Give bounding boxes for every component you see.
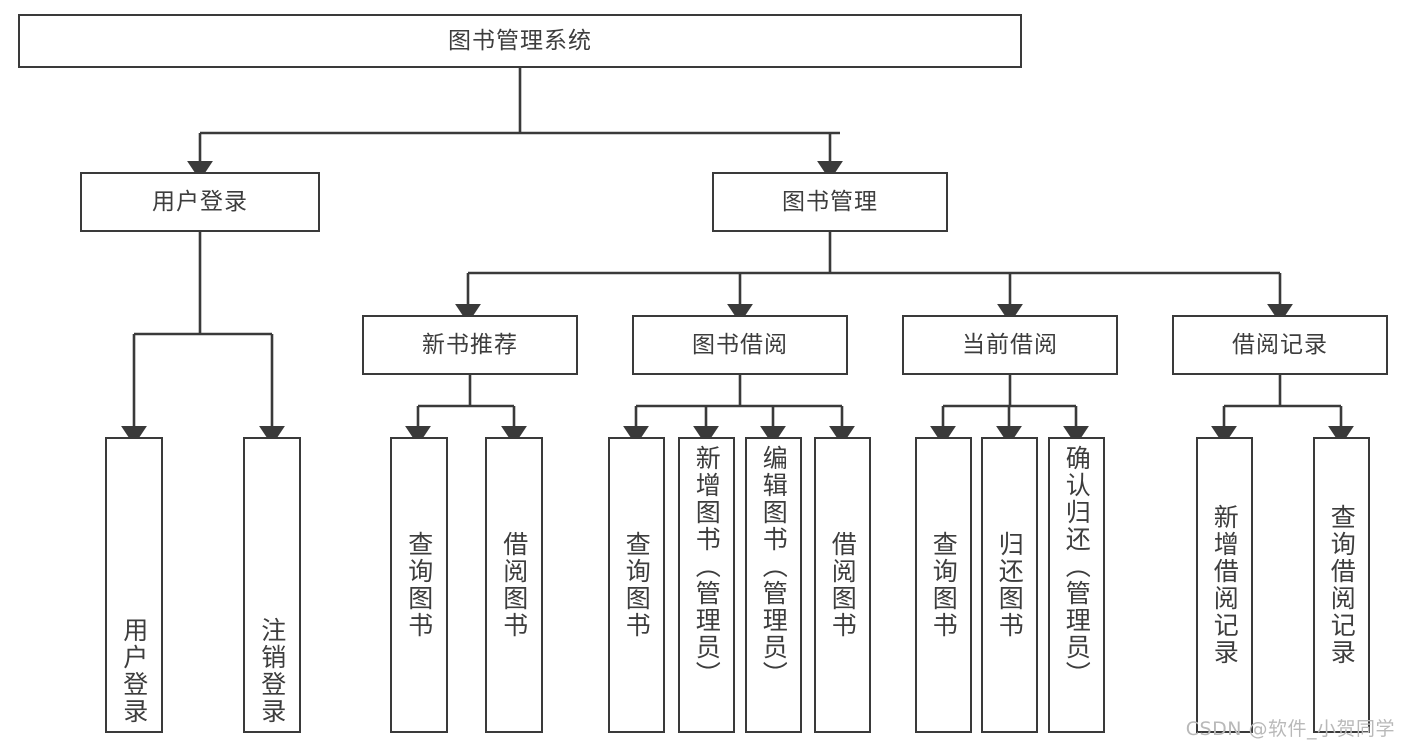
node-label: 当前借阅: [962, 331, 1058, 358]
node-label: 用户登录: [119, 617, 149, 725]
node-label: 图书管理: [782, 188, 878, 215]
node-new-book-recommend[interactable]: 新书推荐: [362, 315, 578, 375]
node-borrow-record[interactable]: 借阅记录: [1172, 315, 1388, 375]
csdn-watermark: CSDN @软件_小贺同学: [1185, 718, 1395, 740]
node-label: 借阅记录: [1232, 331, 1328, 358]
node-label: 新增图书（管理员）: [692, 445, 722, 688]
node-current-borrow[interactable]: 当前借阅: [902, 315, 1118, 375]
node-label: 借阅图书: [499, 531, 529, 639]
node-label: 查询图书: [622, 531, 652, 639]
node-user-login[interactable]: 用户登录: [80, 172, 320, 232]
leaf-user-login-login[interactable]: 用户登录: [105, 437, 163, 733]
node-label: 归还图书: [995, 531, 1025, 639]
node-label: 新书推荐: [422, 331, 518, 358]
leaf-new-book-query-book[interactable]: 查询图书: [390, 437, 448, 733]
node-label: 图书借阅: [692, 331, 788, 358]
node-root-book-management-system[interactable]: 图书管理系统: [18, 14, 1022, 68]
node-book-borrow[interactable]: 图书借阅: [632, 315, 848, 375]
leaf-book-borrow-query-book[interactable]: 查询图书: [608, 437, 665, 733]
node-label: 查询图书: [929, 531, 959, 639]
node-label: 注销登录: [257, 617, 287, 725]
leaf-book-borrow-edit-book-admin[interactable]: 编辑图书（管理员）: [745, 437, 802, 733]
node-label: 借阅图书: [828, 531, 858, 639]
leaf-current-borrow-query-book[interactable]: 查询图书: [915, 437, 972, 733]
node-label: 确认归还（管理员）: [1062, 445, 1092, 688]
leaf-borrow-record-query-record[interactable]: 查询借阅记录: [1313, 437, 1370, 733]
node-label: 图书管理系统: [448, 27, 592, 54]
node-label: 编辑图书（管理员）: [759, 445, 789, 688]
leaf-user-login-logout[interactable]: 注销登录: [243, 437, 301, 733]
node-label: 查询借阅记录: [1327, 504, 1357, 666]
leaf-current-borrow-return-book[interactable]: 归还图书: [981, 437, 1038, 733]
node-label: 查询图书: [404, 531, 434, 639]
node-book-management[interactable]: 图书管理: [712, 172, 948, 232]
node-label: 新增借阅记录: [1210, 504, 1240, 666]
leaf-book-borrow-add-book-admin[interactable]: 新增图书（管理员）: [678, 437, 735, 733]
leaf-book-borrow-borrow-book[interactable]: 借阅图书: [814, 437, 871, 733]
node-label: 用户登录: [152, 188, 248, 215]
leaf-borrow-record-add-record[interactable]: 新增借阅记录: [1196, 437, 1253, 733]
leaf-new-book-borrow-book[interactable]: 借阅图书: [485, 437, 543, 733]
leaf-current-borrow-confirm-return-admin[interactable]: 确认归还（管理员）: [1048, 437, 1105, 733]
